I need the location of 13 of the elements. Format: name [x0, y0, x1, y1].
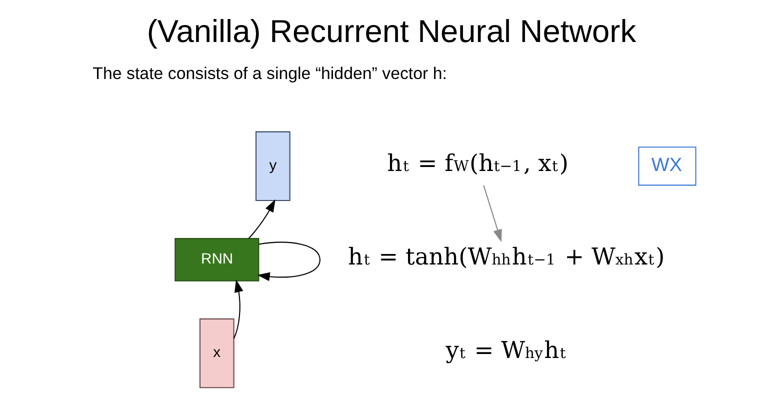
node-text: ht = fW(ht−1, xt) [386, 150, 568, 178]
node-text: ht = tanh(Whhht−1 + Wxhxt) [347, 244, 664, 271]
arrow [256, 242, 320, 282]
arrow [232, 280, 243, 339]
arrow [248, 199, 275, 239]
node-box: y [254, 131, 290, 202]
label: The state consists of a single “hidden” vector h: [92, 64, 446, 83]
arrow [482, 185, 502, 242]
label: WX [650, 154, 682, 176]
label: yt = Whyht [445, 337, 566, 364]
diagram-title: (Vanilla) Recurrent Neural Network [146, 12, 636, 49]
node-box: RNN [174, 238, 259, 282]
node-box: x [198, 318, 234, 388]
